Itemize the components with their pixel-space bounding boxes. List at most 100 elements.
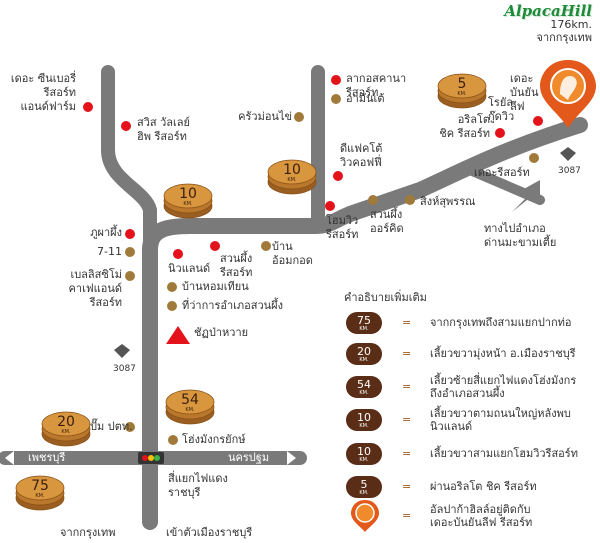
legend-title: คำอธิบายเพิ่มเติม bbox=[344, 291, 427, 304]
road-upper-loop bbox=[142, 117, 588, 258]
brand-logo: AlpacaHill bbox=[504, 2, 592, 20]
roads bbox=[0, 65, 588, 530]
label-phu-pha: ภูผาผึ้ง bbox=[90, 226, 122, 239]
label-amanta: อามันเต้ bbox=[346, 92, 385, 105]
red-markers bbox=[83, 75, 543, 259]
legend-badge-value: 20 bbox=[357, 345, 371, 358]
poi-marker-suan-pueng-orchid bbox=[368, 195, 378, 205]
poi-marker-7-11 bbox=[125, 247, 135, 257]
distance-badge-unit: KM. bbox=[457, 91, 467, 97]
distance-badge-unit: KM. bbox=[183, 201, 193, 207]
poi-marker-pump bbox=[125, 422, 135, 432]
legend-badge-value: 10 bbox=[357, 445, 371, 458]
distance-from-bangkok: 176km. จากกรุงเทพ bbox=[536, 18, 592, 44]
poi-marker-the-resort bbox=[529, 153, 539, 163]
poi-marker-ban-hom-tian bbox=[167, 282, 177, 292]
label-nakhon-pathom: นครปฐม bbox=[228, 451, 270, 464]
label-district-office: ที่ว่าการอำเภอสวนผึ้ง bbox=[182, 299, 283, 312]
label-ozilla: อริลโต ชิค รีสอร์ท bbox=[439, 113, 490, 140]
legend-description: ผ่านอริลโต ชิค รีสอร์ท bbox=[430, 480, 537, 493]
label-suan-pueng-resort: สวนผึ้ง รีสอร์ท bbox=[220, 252, 253, 279]
legend-badge-value: 75 bbox=[357, 314, 371, 327]
legend-equals: = bbox=[402, 347, 412, 360]
distance-badge: 5KM. bbox=[437, 73, 487, 109]
legend-alpaca-pin-icon bbox=[351, 500, 379, 532]
poi-marker-hom-view bbox=[325, 201, 335, 211]
label-swiss-valley: สวิส วัลเลย์ ฮิพ รีสอร์ท bbox=[137, 116, 190, 143]
label-dfactory: ดีแฟคโต้ วิวคอฟฟี่ bbox=[340, 142, 383, 169]
traffic-light-icon bbox=[138, 452, 164, 464]
poi-marker-zimbery bbox=[83, 102, 93, 112]
legend-badge-unit: KM. bbox=[359, 423, 369, 429]
route-shield-icon bbox=[560, 147, 576, 161]
label-ban-on: บ้าน อ้อมกอด bbox=[272, 240, 313, 267]
label-new-land: นิวแลนด์ bbox=[168, 262, 211, 275]
legend-equals: = bbox=[402, 316, 412, 329]
legend-badge-unit: KM. bbox=[359, 326, 369, 332]
distance-badge-unit: KM. bbox=[35, 493, 45, 499]
distance-badge-unit: KM. bbox=[61, 429, 71, 435]
label-from-bangkok: จากกรุงเทพ bbox=[60, 526, 116, 539]
legend-equals: = bbox=[402, 380, 412, 393]
legend-badge-unit: KM. bbox=[359, 457, 369, 463]
legend-description: จากกรุงเทพถึงสามแยกปากท่อ bbox=[430, 316, 572, 329]
label-sang: สิงห์สุพรรณ bbox=[420, 195, 476, 208]
label-7-11: 7-11 bbox=[97, 245, 122, 258]
distance-badge-value: 54 bbox=[181, 392, 199, 408]
label-route-3087-west: 3087 bbox=[113, 364, 136, 374]
distance-badge-value: 5 bbox=[458, 76, 467, 92]
label-chat-pa-wai: ชัฏป่าหวาย bbox=[194, 326, 249, 339]
label-lao-khao: ลากอสคานา รีสอร์ท bbox=[346, 72, 407, 99]
alpaca-hill-pin-icon bbox=[540, 60, 596, 128]
poi-marker-krua-mon-kai bbox=[294, 112, 304, 122]
label-bellsimo: เบลลิสซิโม่ คาเฟแอนด์ รีสอร์ท bbox=[68, 268, 122, 309]
poi-marker-district bbox=[167, 301, 177, 311]
label-hom-view: โฮมวิว รีสอร์ท bbox=[326, 214, 359, 241]
legend-badge-value: 10 bbox=[357, 411, 371, 424]
poi-marker-ozilla bbox=[495, 128, 505, 138]
legend-badge-value: 5 bbox=[360, 478, 368, 491]
road-to-dan bbox=[465, 165, 545, 205]
legend-badge-unit: KM. bbox=[359, 390, 369, 396]
brown-markers bbox=[125, 94, 539, 445]
poi-marker-hong-mangkon bbox=[168, 435, 178, 445]
label-the-resort: เดอะรีสอร์ท bbox=[474, 166, 530, 179]
arrow-east bbox=[287, 451, 296, 465]
label-krua-mon-kai: ครัวม่อนไข่ bbox=[238, 110, 292, 123]
label-phetchaburi: เพชรบุรี bbox=[28, 451, 66, 464]
poi-marker-royal bbox=[533, 116, 543, 126]
arrow-west bbox=[5, 451, 14, 465]
label-pump: ปั๊ม ปตท. bbox=[90, 420, 133, 433]
arrow-to-dan bbox=[512, 180, 540, 212]
distance-badge-value: 20 bbox=[57, 414, 75, 430]
legend-equals: = bbox=[402, 509, 412, 522]
legend-description: อัลปาก้าฮิลล์อยู่ติดกับ เดอะบันยันลีฟ รี… bbox=[430, 503, 533, 529]
legend-equals: = bbox=[402, 447, 412, 460]
legend-description: เลี้ยวขวาตามถนนใหญ่หลังพบ นิวแลนด์ bbox=[430, 407, 571, 433]
poi-marker-suan-pueng-resort bbox=[210, 241, 220, 251]
route-shield-icon bbox=[114, 344, 130, 358]
poi-marker-amanta bbox=[331, 94, 341, 104]
label-the-nub: เดอะ บันยัน ลีฟ bbox=[510, 72, 539, 113]
distance-badge-value: 10 bbox=[283, 162, 301, 178]
legend-badge-value: 54 bbox=[357, 378, 371, 391]
poi-marker-swiss-valley bbox=[121, 121, 131, 131]
label-to-ratchaburi-city: เข้าตัวเมืองราชบุรี bbox=[166, 526, 253, 539]
distance-badge-value: 75 bbox=[31, 478, 49, 494]
poi-marker-dfactory bbox=[333, 171, 343, 181]
poi-marker-new-land bbox=[173, 249, 183, 259]
label-royal: โรยัล กู๊ดวิว bbox=[488, 96, 515, 123]
poi-marker-bellsimo bbox=[125, 271, 135, 281]
